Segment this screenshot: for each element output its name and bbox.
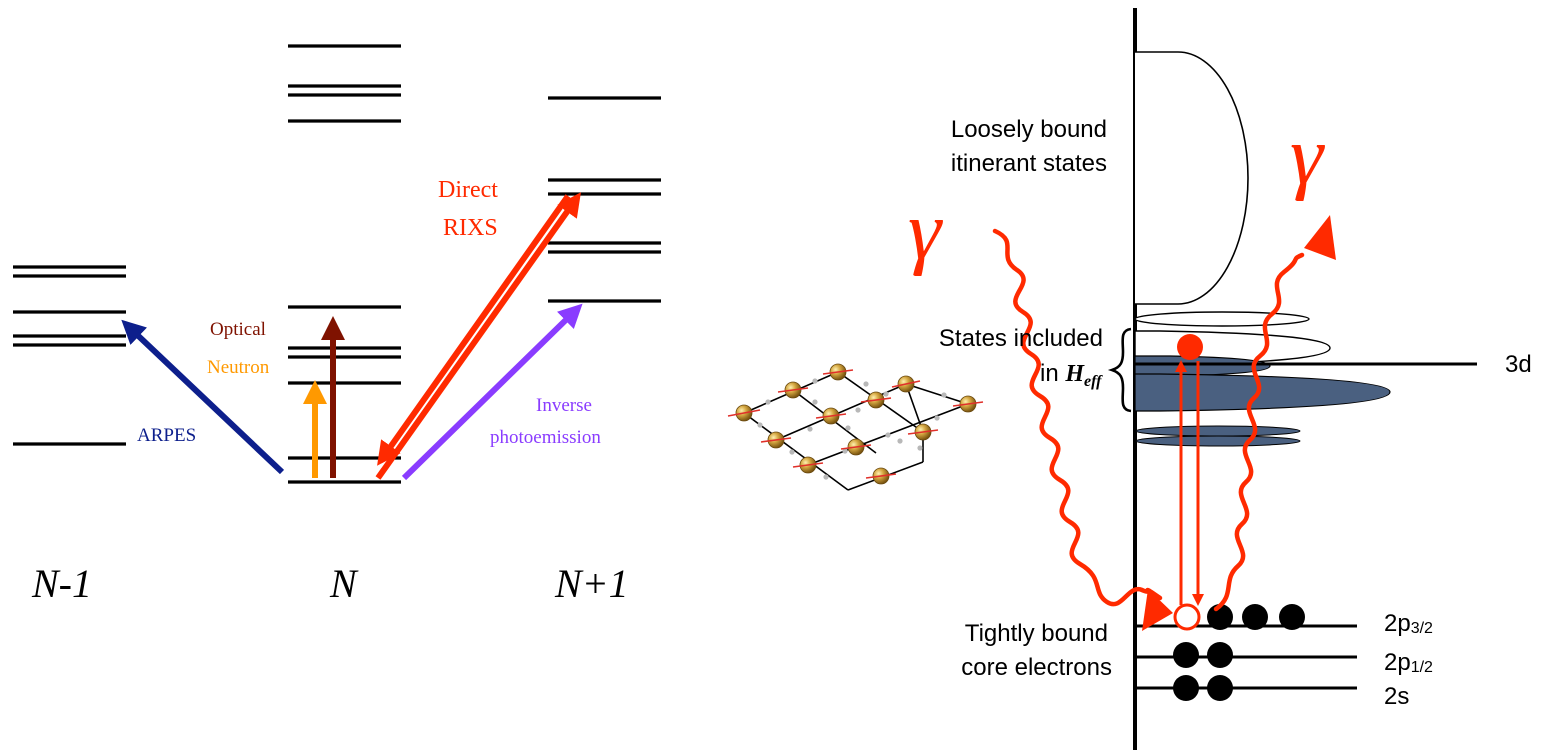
core-hole bbox=[1173, 603, 1201, 631]
tightly-bound-label-line1: Tightly bound bbox=[965, 620, 1108, 647]
direct-rixs-label-line2: RIXS bbox=[443, 215, 498, 241]
column-label-n: N bbox=[329, 561, 359, 606]
levels-n-minus-1 bbox=[13, 265, 126, 446]
excited-electron bbox=[1177, 334, 1203, 360]
states-included-label: States included bbox=[939, 325, 1103, 352]
column-label-n-minus-1: N-1 bbox=[31, 561, 92, 606]
in-heff-label: in Heff bbox=[1040, 360, 1103, 390]
rixs-up-arrow bbox=[375, 192, 581, 480]
level-2p12-label: 2p1/2 bbox=[1384, 649, 1433, 676]
level-2s-label: 2s bbox=[1384, 683, 1409, 710]
loosely-bound-label-line2: itinerant states bbox=[951, 150, 1107, 177]
level-2p32-label: 2p3/2 bbox=[1384, 610, 1433, 637]
states-brace bbox=[1107, 327, 1132, 413]
heff-symbol: H bbox=[1064, 361, 1085, 387]
neutron-label: Neutron bbox=[207, 357, 270, 378]
inverse-label-line2: photoemission bbox=[490, 427, 601, 448]
heff-subscript: eff bbox=[1084, 373, 1103, 390]
inverse-arrow bbox=[401, 303, 583, 481]
gamma-outgoing: γ bbox=[1290, 109, 1325, 202]
loosely-bound-label-line1: Loosely bound bbox=[951, 116, 1107, 143]
spin-lattice-illustration bbox=[727, 363, 984, 491]
level-2p32-subscript: 3/2 bbox=[1411, 620, 1433, 637]
core-electrons bbox=[1173, 604, 1305, 701]
level-2p32-main: 2p bbox=[1384, 610, 1411, 637]
level-2p12-subscript: 1/2 bbox=[1411, 659, 1433, 676]
level-3d-label: 3d bbox=[1505, 351, 1532, 378]
optical-label: Optical bbox=[210, 319, 266, 340]
outgoing-photon bbox=[1213, 252, 1305, 612]
gamma-incoming: γ bbox=[908, 184, 943, 277]
in-prefix: in bbox=[1040, 360, 1065, 387]
itinerant-band-shape bbox=[1135, 51, 1249, 305]
levels-n bbox=[288, 44, 401, 484]
tightly-bound-label-line2: core electrons bbox=[961, 654, 1112, 681]
column-label-n-plus-1: N+1 bbox=[554, 561, 629, 606]
direct-rixs-label-line1: Direct bbox=[438, 177, 498, 203]
inverse-label-line1: Inverse bbox=[536, 395, 592, 416]
outgoing-photon-arrowhead bbox=[1304, 215, 1336, 260]
incoming-photon-arrowhead bbox=[1142, 589, 1173, 631]
incoming-photon bbox=[992, 228, 1163, 607]
rixs-down-arrow bbox=[377, 194, 571, 466]
level-2p12-main: 2p bbox=[1384, 649, 1411, 676]
arpes-label: ARPES bbox=[137, 425, 196, 446]
arpes-arrow bbox=[121, 319, 285, 475]
bound-state-lobes bbox=[1134, 311, 1391, 447]
